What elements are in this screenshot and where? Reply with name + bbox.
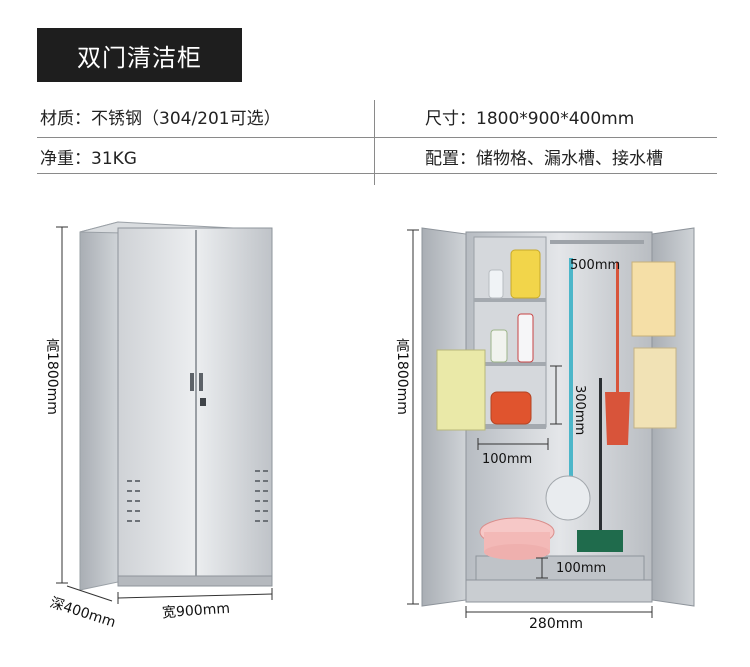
spec-weight: 净重：31KG (40, 149, 137, 169)
title-text: 双门清洁柜 (77, 43, 202, 72)
closed-height-label: 高1800mm (44, 338, 60, 415)
tray-height-label: 100mm (556, 561, 607, 576)
bottom-width-label: 280mm (529, 616, 583, 632)
shelf-height-label: 300mm (572, 385, 587, 436)
title-banner: 双门清洁柜 (37, 28, 242, 82)
open-height-label: 高1800mm (394, 338, 410, 415)
spec-config: 配置：储物格、漏水槽、接水槽 (425, 149, 663, 169)
shelf-width-label: 100mm (482, 452, 533, 467)
spec-size: 尺寸：1800*900*400mm (425, 109, 635, 129)
spec-material: 材质：不锈钢（304/201可选） (40, 109, 281, 129)
spec-divider-bottom (37, 173, 717, 174)
spec-column-divider (374, 100, 375, 185)
rod-width-label: 500mm (570, 258, 621, 273)
spec-divider (37, 137, 717, 138)
